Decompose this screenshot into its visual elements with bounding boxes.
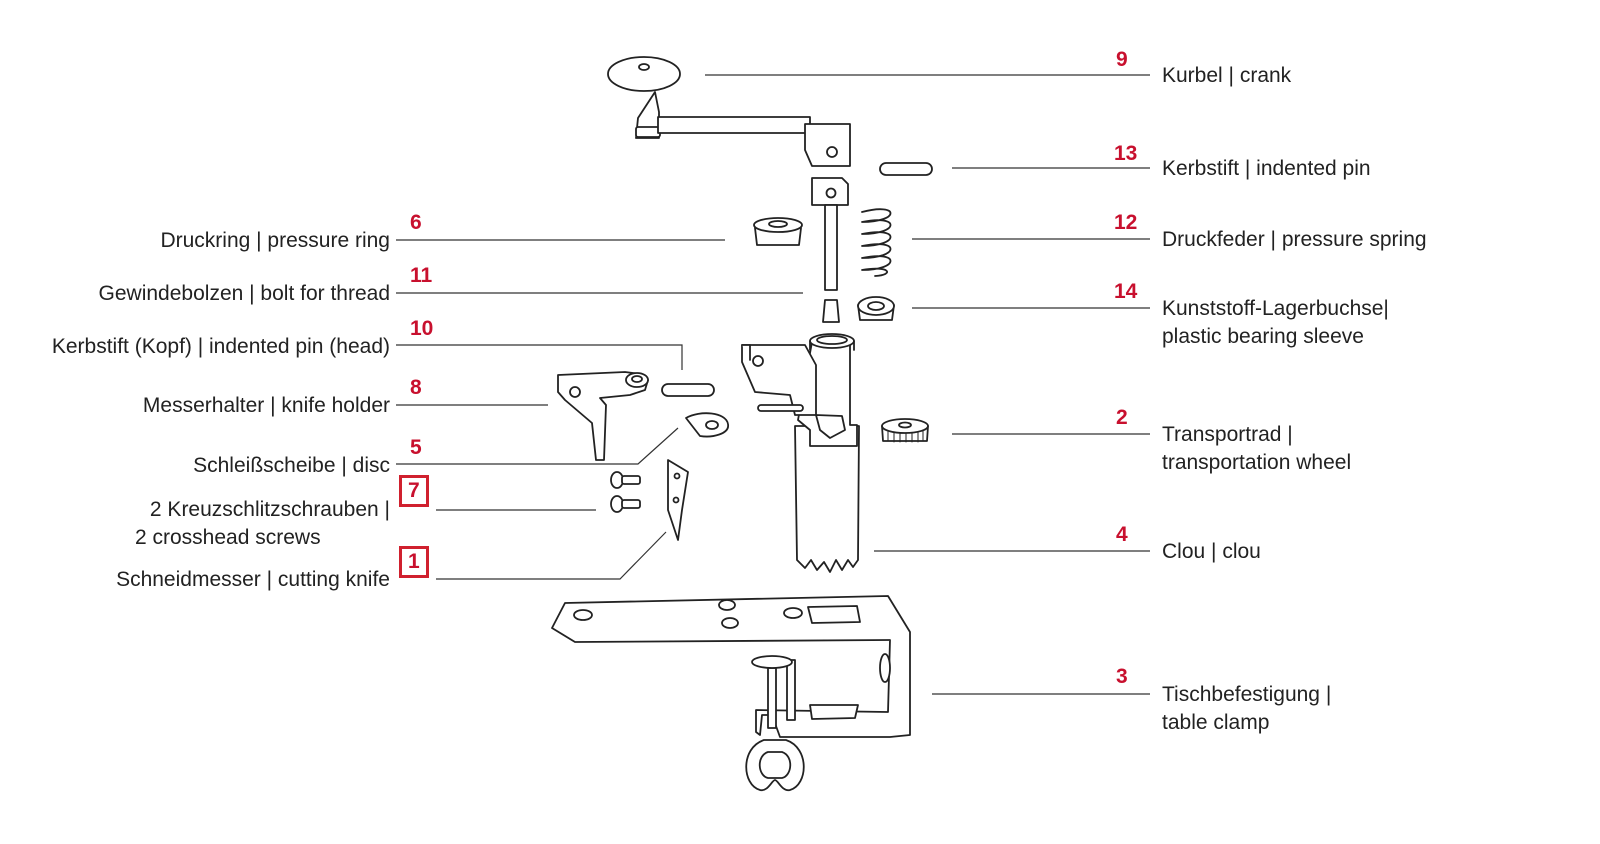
- indented-pin-13: [879, 162, 933, 176]
- part-number-13: 13: [1114, 142, 1138, 165]
- part-label-11: Gewindebolzen | bolt for thread: [98, 282, 390, 305]
- part-number-11: 11: [410, 264, 433, 287]
- part-label-5: Schleißscheibe | disc: [193, 454, 390, 477]
- part-number-6: 6: [410, 211, 422, 234]
- indented-pin-10: [661, 383, 715, 397]
- part-label-10: Kerbstift (Kopf) | indented pin (head): [51, 335, 390, 358]
- clou-body-part: [741, 333, 860, 573]
- part-label-9: Kurbel | crank: [1162, 64, 1292, 87]
- part-label-7-line2: 2 crosshead screws: [135, 526, 321, 549]
- leader-p5: [396, 427, 679, 465]
- pressure-spring-part: [861, 208, 892, 277]
- part-label-7-line1: 2 Kreuzschlitzschrauben |: [149, 498, 390, 521]
- part-label-14-line1: Kunststoff-Lagerbuchse|: [1162, 297, 1389, 320]
- part-label-6: Druckring | pressure ring: [160, 229, 390, 252]
- part-number-3: 3: [1116, 665, 1128, 688]
- cutting-knife-part: [667, 459, 689, 541]
- bearing-sleeve-part: [857, 296, 895, 321]
- knife-holder-part: [557, 371, 649, 461]
- part-label-2-line1: Transportrad |: [1162, 423, 1293, 446]
- leader-p10: [396, 344, 683, 370]
- part-number-2: 2: [1116, 406, 1128, 429]
- part-label-1: Schneidmesser | cutting knife: [116, 568, 390, 591]
- part-number-14: 14: [1114, 280, 1138, 303]
- part-label-13: Kerbstift | indented pin: [1162, 157, 1371, 180]
- part-number-5: 5: [410, 436, 422, 459]
- part-label-8: Messerhalter | knife holder: [142, 394, 390, 417]
- disc-part: [685, 412, 729, 438]
- pressure-ring-part: [753, 217, 803, 246]
- part-label-3-line2: table clamp: [1162, 711, 1270, 734]
- table-clamp-part: [551, 595, 911, 792]
- part-label-14-line2: plastic bearing sleeve: [1162, 325, 1364, 348]
- part-number-12: 12: [1114, 211, 1138, 234]
- part-number-7-boxed: 7: [399, 475, 429, 507]
- transportation-wheel-part: [881, 418, 929, 443]
- part-number-10: 10: [410, 317, 434, 340]
- leader-p1: [436, 531, 667, 580]
- bolt-for-thread-part: [811, 177, 849, 323]
- crosshead-screws-part: [610, 471, 641, 513]
- part-label-12: Druckfeder | pressure spring: [1162, 228, 1427, 251]
- part-number-9: 9: [1116, 48, 1128, 71]
- part-label-2-line2: transportation wheel: [1162, 451, 1352, 474]
- part-label-4: Clou | clou: [1162, 540, 1261, 563]
- crank-part: [607, 56, 851, 167]
- part-number-4: 4: [1116, 523, 1128, 546]
- part-number-8: 8: [410, 376, 422, 399]
- leader-lines: [396, 74, 1150, 695]
- part-number-1-boxed: 1: [399, 546, 429, 578]
- part-label-3-line1: Tischbefestigung |: [1162, 683, 1332, 706]
